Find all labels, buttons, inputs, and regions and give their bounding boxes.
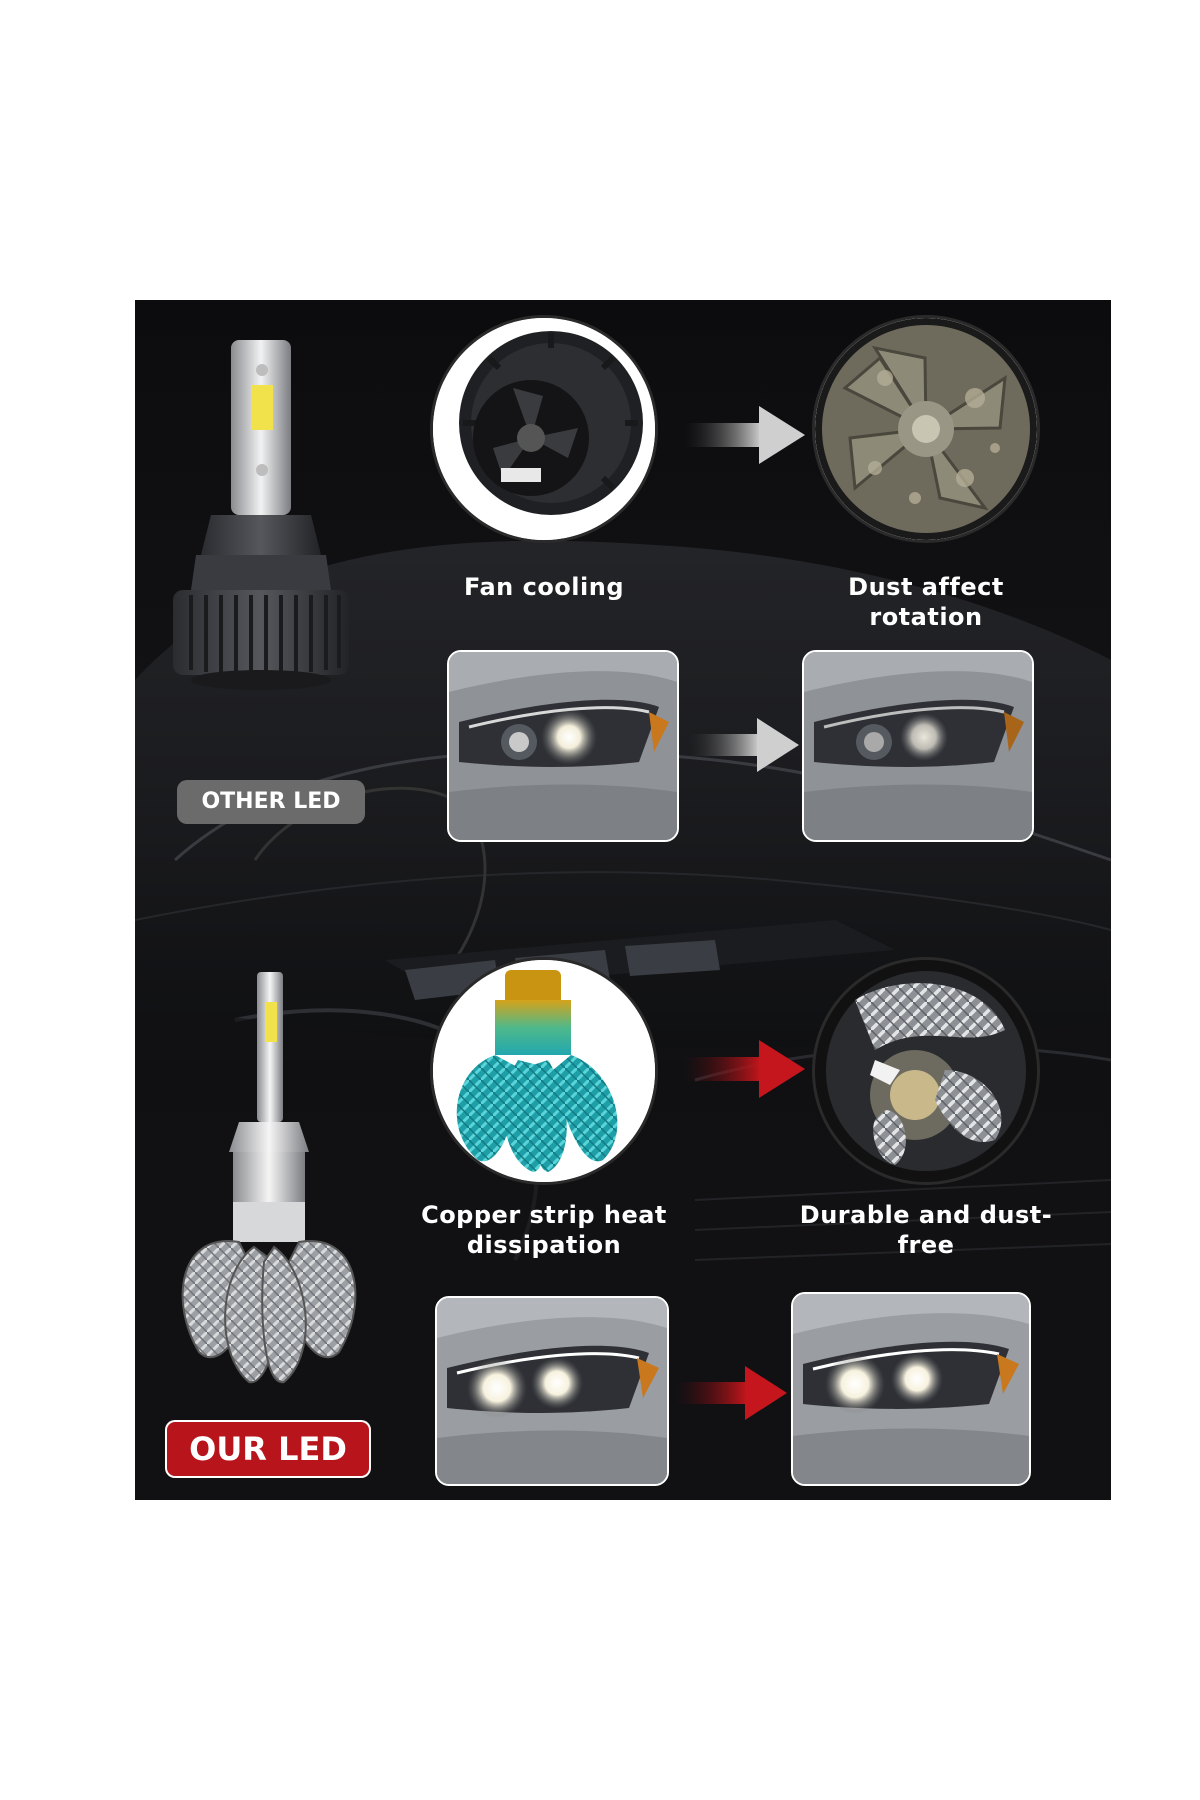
other-led-badge: OTHER LED xyxy=(177,780,365,824)
led-bulb-copper-strip-icon xyxy=(181,972,357,1384)
headlight-photo-before-other xyxy=(447,650,679,842)
copper-strip-caption: Copper strip heat dissipation xyxy=(421,1201,667,1259)
headlight-photo-before-ours xyxy=(435,1296,669,1486)
copper-strip-circle xyxy=(433,960,655,1182)
headlight-photo-icon xyxy=(437,1298,667,1484)
arrow-right-icon xyxy=(689,718,799,772)
headlight-photo-icon xyxy=(449,652,677,840)
other-led-badge-label: OTHER LED xyxy=(201,789,341,814)
durable-caption: Durable and dust-free xyxy=(799,1201,1053,1259)
arrow-right-icon xyxy=(685,406,805,464)
braided-strip-icon xyxy=(815,960,1037,1182)
fan-heatsink-circle xyxy=(433,318,655,540)
dusty-fan-circle xyxy=(815,318,1037,540)
led-bulb-fan-icon xyxy=(173,340,349,690)
arrow-right-icon xyxy=(677,1366,787,1420)
fan-cooling-caption: Fan cooling xyxy=(463,573,625,601)
headlight-photo-after-ours xyxy=(791,1292,1031,1486)
headlight-photo-icon xyxy=(804,652,1032,840)
dusty-fan-icon xyxy=(815,318,1037,540)
headlight-photo-after-other xyxy=(802,650,1034,842)
copper-strip-icon xyxy=(433,960,655,1182)
braided-strip-circle xyxy=(815,960,1037,1182)
headlight-photo-icon xyxy=(793,1294,1029,1484)
dust-affect-caption: Dust affect rotation xyxy=(848,573,1004,631)
our-led-badge-label: OUR LED xyxy=(189,1430,347,1468)
fan-heatsink-icon xyxy=(433,318,655,540)
our-led-badge: OUR LED xyxy=(165,1420,371,1478)
comparison-panel: OTHER LED Fan cooling xyxy=(135,300,1111,1500)
arrow-right-icon xyxy=(685,1040,805,1098)
